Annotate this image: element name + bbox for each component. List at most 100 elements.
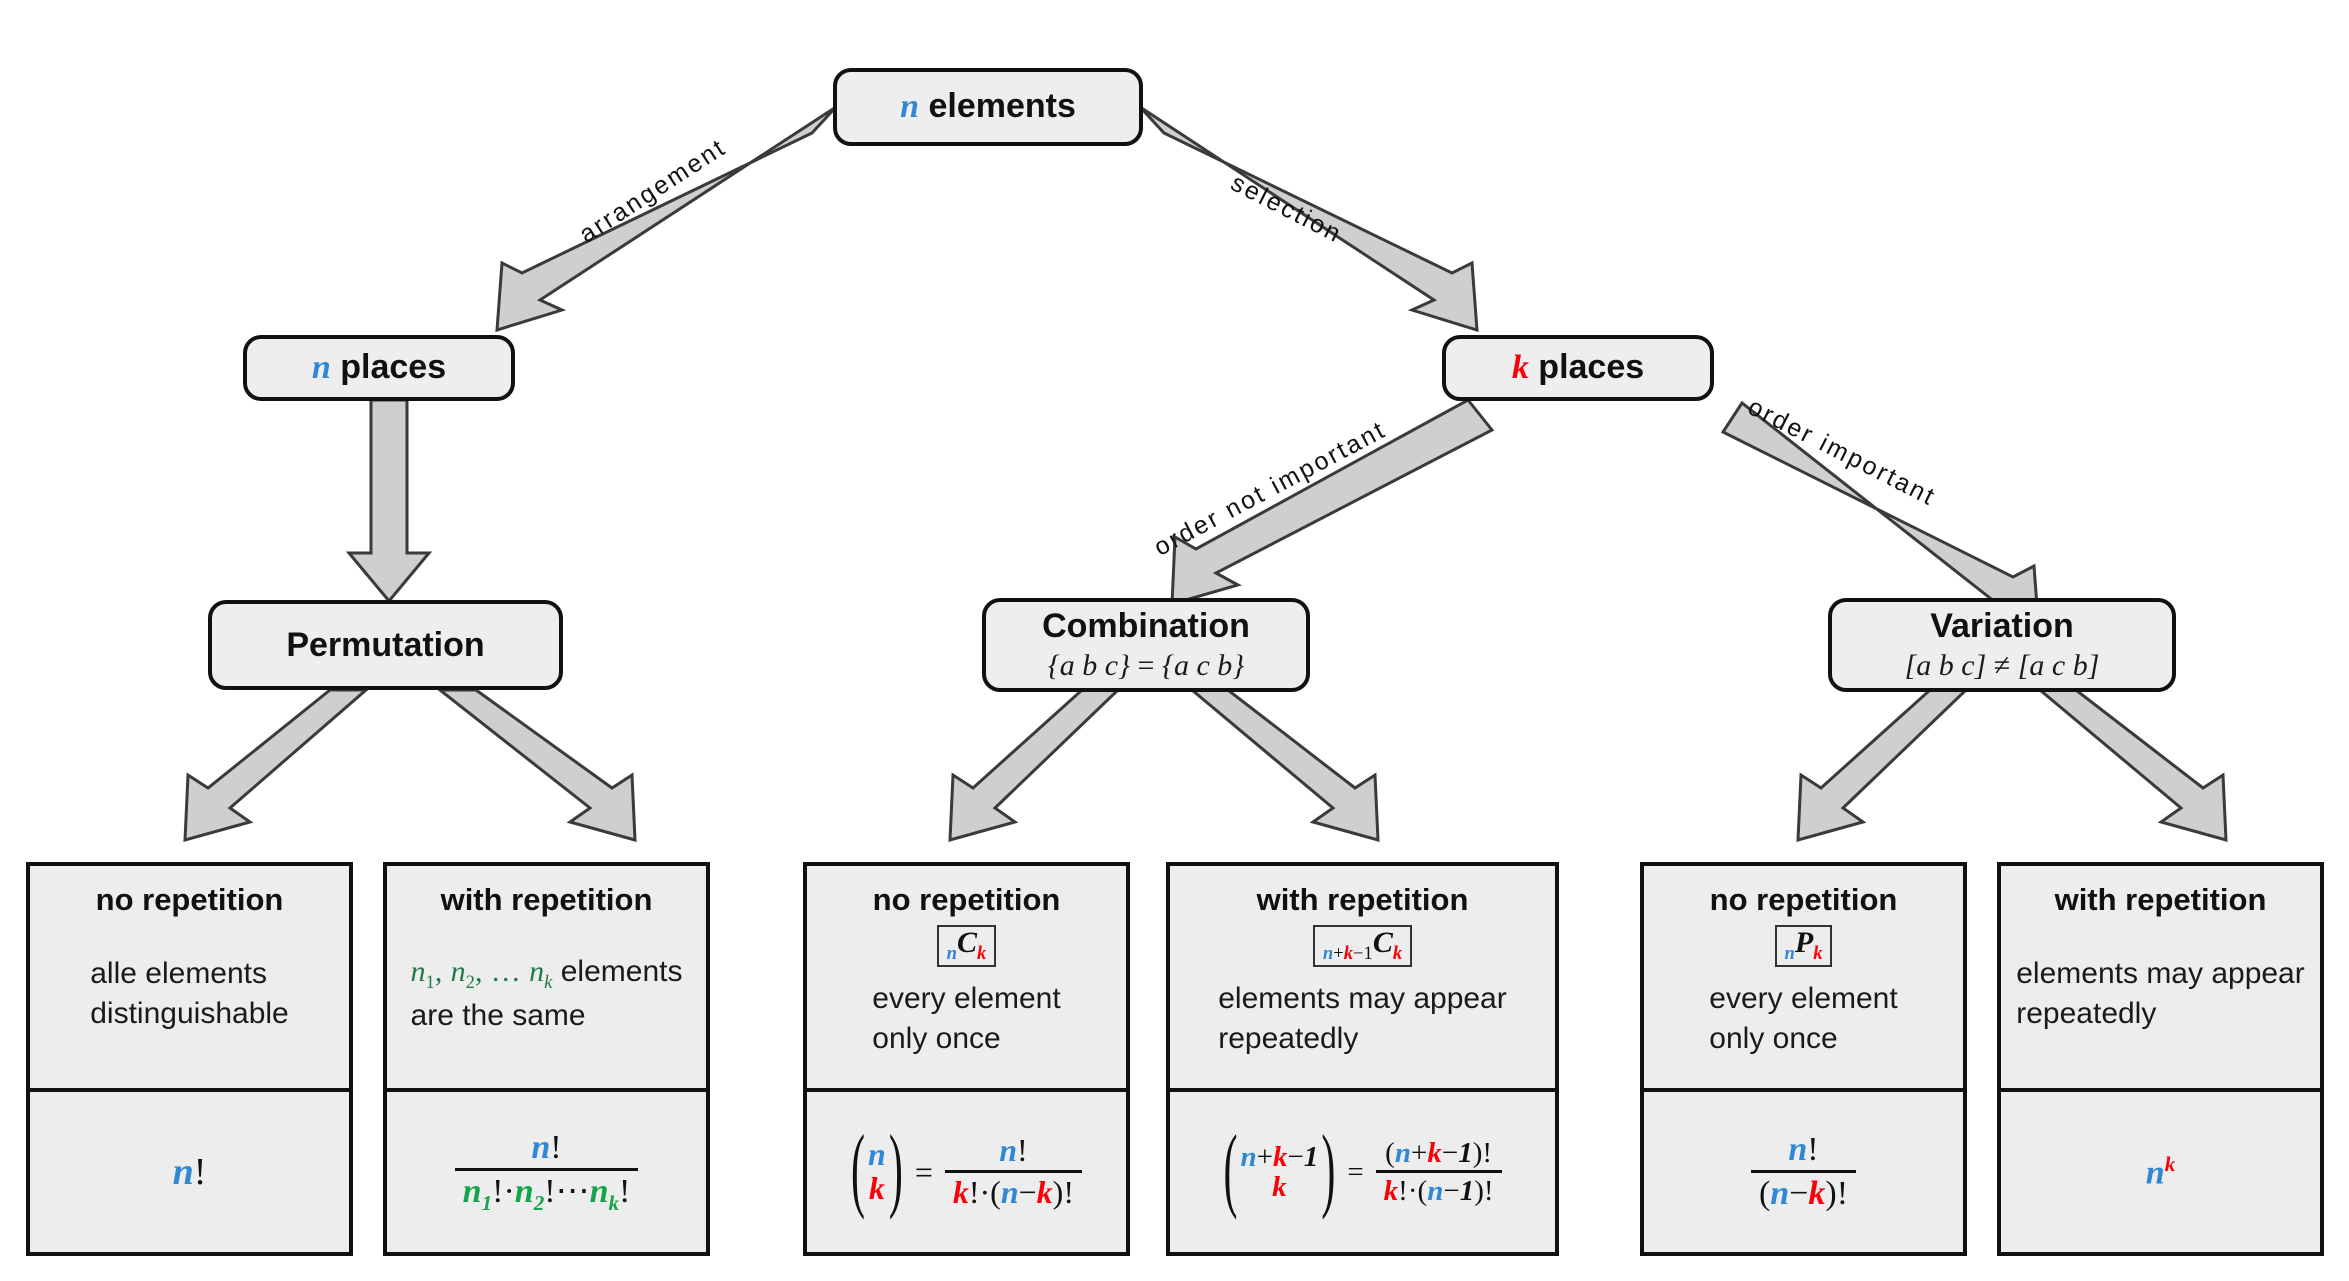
left-paren: ( [1223,1118,1238,1223]
subscript-1: 1 [481,1190,493,1215]
node-combination-title: Combination [1042,606,1250,645]
variable-k: k [1383,1175,1399,1207]
leaf-combination-no-repetition[interactable]: no repetition nCk every element only onc… [803,862,1130,1256]
number-one: 1 [1458,1136,1473,1169]
arrow-permutation-to-leaf2 [435,688,637,842]
variable-k: k [1343,942,1354,964]
variable-n2: n [450,955,466,989]
leaf-upper: no repetition nPk every element only onc… [1644,866,1963,1088]
combination-set-left: {a b c} [1047,649,1131,683]
variable-k: k [952,1174,969,1210]
node-n-elements[interactable]: n elements [833,68,1143,146]
node-combination-subtitle: {a b c} = {a c b} [1048,649,1245,683]
fraction-denominator: k!·(n−1)! [1375,1170,1502,1207]
factorial-sign: ! [619,1172,631,1210]
variable-n: n [1240,1140,1257,1173]
minus-sign: − [1789,1175,1809,1212]
variation-seq-right: [a c b] [2017,649,2100,683]
leaf-variation-with-repetition[interactable]: with repetition elements may appear repe… [1997,862,2324,1256]
variable-n: n [531,1129,551,1167]
leaf-formula: n! n1!·n2!⋯nk! [387,1088,706,1252]
leaf-lead: with repetition [2054,882,2267,917]
leaf-lead: with repetition [1256,882,1469,917]
variable-n: n [2145,1154,2165,1192]
right-paren: ) [1825,1175,1837,1212]
binomial-top: n+k−1 [1240,1140,1318,1173]
arrow-permutation-to-leaf1 [183,688,371,842]
factorial-sign: ! [492,1172,504,1210]
leaf-permutation-no-repetition[interactable]: no repetition alle elements distinguisha… [26,862,353,1256]
leaf-desc-line2: are the same [410,998,586,1032]
combination-symbol: C [957,925,978,959]
node-k-places[interactable]: k places [1442,335,1714,401]
comma: , [434,955,443,989]
node-n-places[interactable]: n places [243,335,515,401]
right-paren: ) [1052,1174,1064,1210]
leaf-combination-with-repetition[interactable]: with repetition n+k−1Ck elements may app… [1166,862,1559,1256]
node-n-places-label: n places [312,348,446,387]
plus-sign: + [1410,1136,1428,1169]
leaf-desc-line2: only once [872,1021,1001,1055]
leaf-desc-line1: n1, n2, … nk elements [411,952,683,996]
node-permutation[interactable]: Permutation [208,600,563,690]
leaf-upper: no repetition alle elements distinguisha… [30,866,349,1088]
subscript-2: 2 [465,972,475,994]
leaf-formula: nk [2001,1088,2320,1252]
left-paren: ( [851,1118,866,1223]
right-paren: ) [1472,1136,1483,1169]
variable-n: n [172,1151,194,1193]
leaf-desc-line1: alle elements [90,957,268,991]
node-combination[interactable]: Combination {a b c} = {a c b} [982,598,1310,692]
ellipsis: … [490,955,521,989]
variable-k: k [1808,1175,1826,1212]
minus-sign: − [1443,1175,1460,1207]
combination-operator: = [1137,649,1155,683]
leaf-desc-line2: repeatedly [2016,996,2157,1030]
leaf-variation-no-repetition[interactable]: no repetition nPk every element only onc… [1640,862,1967,1256]
leaf-desc-line1: elements may appear [2016,957,2305,991]
fraction-denominator: (n−k)! [1750,1170,1857,1212]
leaf-description: elements may appear repeatedly [2012,948,2309,1047]
multiplication-dot: · [503,1172,515,1210]
combination-symbol: C [1372,925,1393,959]
left-paren: ( [1417,1175,1428,1207]
arrow-arrangement [495,105,838,333]
arrow-combination-to-leaf4 [1187,688,1380,842]
node-variation[interactable]: Variation [a b c] ≠ [a c b] [1828,598,2176,692]
node-k-places-text: places [1538,348,1645,387]
subscript-1: 1 [425,972,435,994]
subscript-2: 2 [533,1190,545,1215]
factorial-sign: ! [968,1174,980,1210]
leaf-upper: with repetition elements may appear repe… [2001,866,2320,1088]
subscript-k: k [544,972,553,994]
minus-sign: − [1287,1140,1304,1173]
notation-badge-nCk: nCk [936,924,997,968]
variable-k: k [1427,1136,1442,1169]
elements-word: elements [560,955,683,989]
leaf-formula: ( n k ) = n! k!·(n−k)! [807,1088,1126,1252]
arrow-combination-to-leaf3 [948,688,1122,842]
leaf-description: every element only once [868,973,1064,1072]
leaf-formula: n! (n−k)! [1644,1088,1963,1252]
leaf-desc-line1: elements may appear [1218,982,1507,1016]
binomial-stack: n+k−1 k [1237,1140,1321,1202]
variable-k: k [868,1170,885,1206]
arrow-variation-to-leaf6 [2035,688,2228,842]
node-permutation-title: Permutation [286,625,485,664]
leaf-lead: no repetition [872,882,1061,917]
leaf-permutation-with-repetition[interactable]: with repetition n1, n2, … nk elements ar… [383,862,710,1256]
minus-sign: − [1353,942,1364,964]
fraction: n! n1!·n2!⋯nk! [454,1129,639,1215]
variable-n1: n [462,1172,482,1210]
combination-set-right: {a c b} [1161,649,1245,683]
fraction-numerator: (n+k−1)! [1377,1136,1500,1170]
leaf-description: alle elements distinguishable [86,948,292,1047]
subscript-k: k [608,1190,620,1215]
variable-k: k [1036,1174,1053,1210]
variable-n: n [1000,1174,1019,1210]
factorial-sign: ! [1836,1175,1849,1212]
multiplication-dot: · [1407,1175,1418,1207]
node-n-places-text: places [340,348,447,387]
binomial-stack: n k [865,1138,889,1205]
